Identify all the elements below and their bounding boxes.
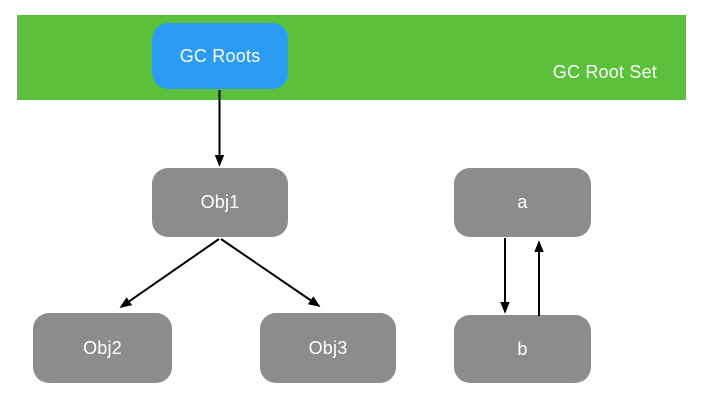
- node-obj3: Obj3: [260, 313, 396, 383]
- node-obj2-label: Obj2: [83, 337, 122, 358]
- node-b-label: b: [517, 338, 528, 359]
- gc-root-set-banner: GC Root Set: [17, 15, 686, 100]
- gc-root-set-label: GC Root Set: [552, 62, 657, 82]
- node-obj3-label: Obj3: [308, 337, 348, 358]
- node-gc-roots-label: GC Roots: [179, 45, 261, 66]
- node-a-label: a: [517, 192, 528, 212]
- node-b: b: [454, 315, 591, 383]
- arrow-obj1-to-obj3: [220, 238, 321, 308]
- node-obj1: Obj1: [152, 168, 288, 237]
- node-obj1-label: Obj1: [200, 192, 240, 212]
- node-gc-roots: GC Roots: [152, 23, 288, 89]
- arrow-obj1-to-obj2: [119, 238, 220, 309]
- node-obj2: Obj2: [33, 313, 172, 383]
- node-a: a: [454, 168, 591, 237]
